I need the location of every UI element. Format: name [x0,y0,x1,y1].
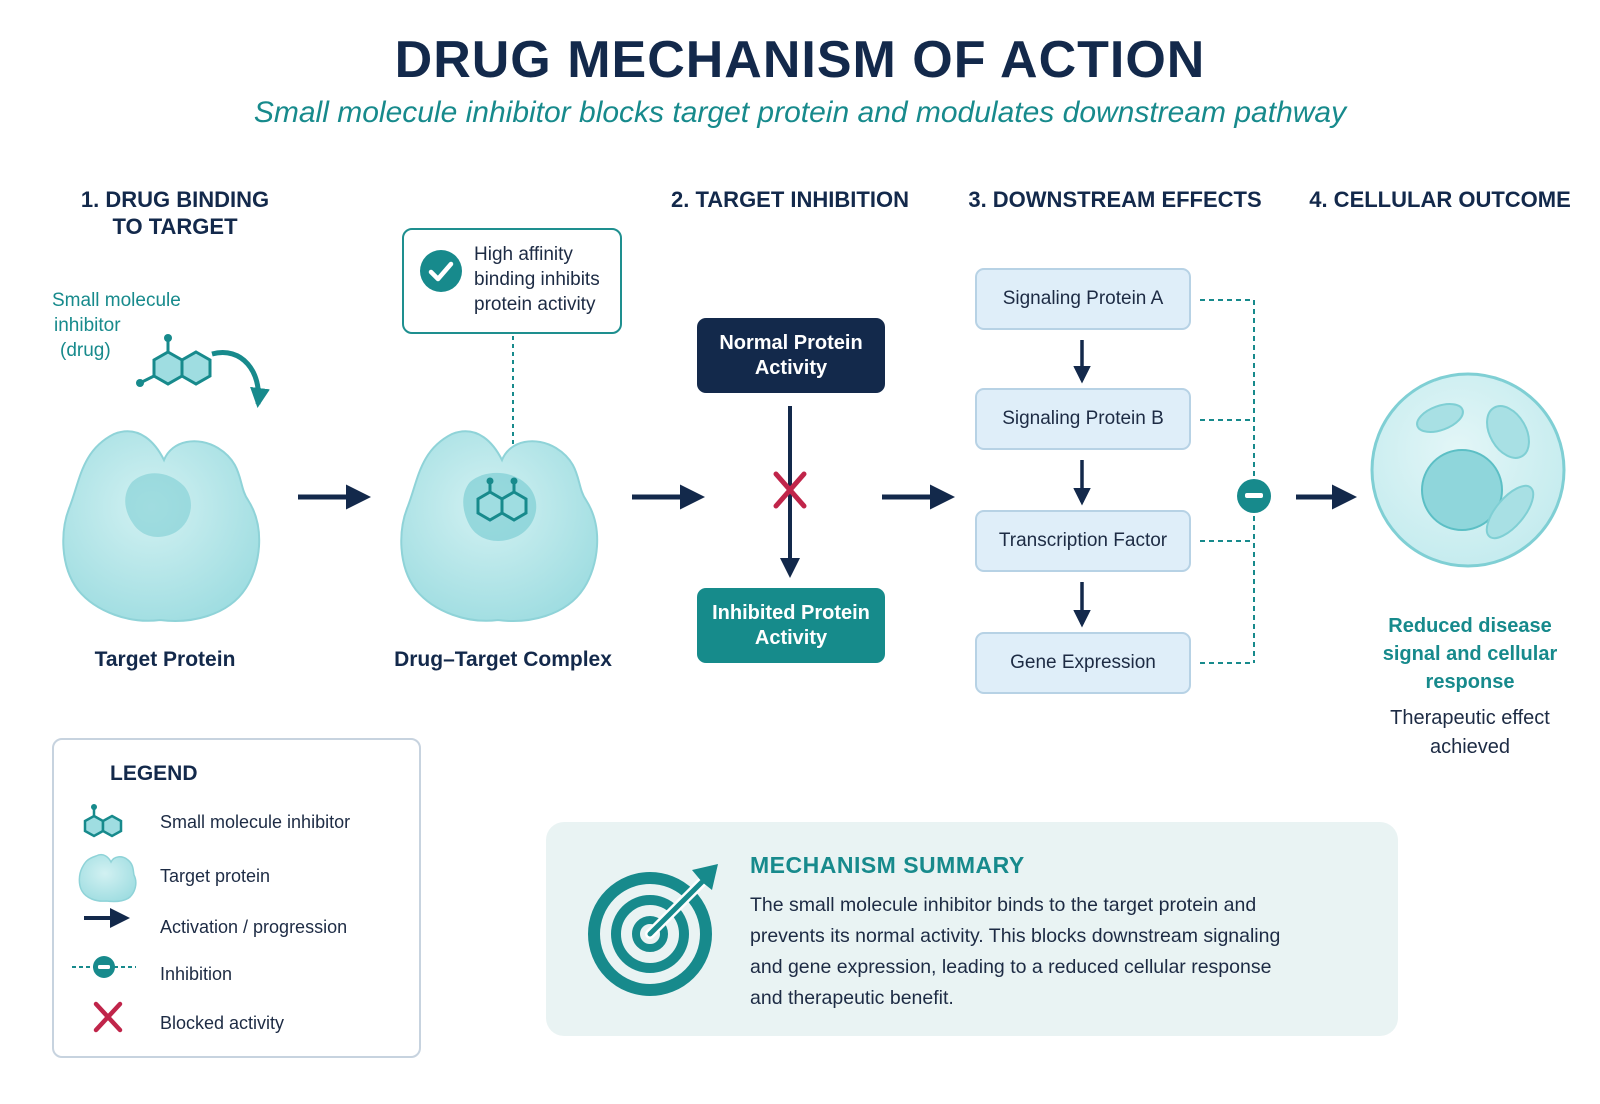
mechanism-summary: MECHANISM SUMMARY The small molecule inh… [546,822,1398,1036]
arrow-1-icon [298,484,371,510]
inhibited-activity-line2: Activity [754,626,828,649]
page-title: DRUG MECHANISM OF ACTION [394,31,1206,89]
callout-line1: High affinity [474,244,573,265]
pathway-arrow-3-icon [1073,582,1091,628]
summary-line1: The small molecule inhibitor binds to th… [750,894,1257,916]
summary-title: MECHANISM SUMMARY [750,852,1025,878]
callout-line3: protein activity [474,294,596,315]
legend: LEGEND Small molecule inhibitor Target p… [52,738,421,1058]
callout-text: High affinity binding inhibits protein a… [474,242,614,317]
drug-molecule-icon [136,334,270,408]
step-3-heading: 3. DOWNSTREAM EFFECTS [968,187,1262,212]
normal-activity-line1: Normal Protein [719,331,863,354]
summary-line3: and gene expression, leading to a reduce… [750,956,1272,978]
legend-protein-icon [78,853,137,903]
blocked-pathway-icon [773,406,807,578]
drug-label-line3: (drug) [60,340,111,361]
pathway-arrow-2-icon [1073,460,1091,506]
legend-molecule-icon [83,804,123,838]
legend-title: LEGEND [110,762,198,785]
summary-line4: and therapeutic benefit. [750,987,954,1009]
normal-activity-line2: Activity [754,356,828,379]
step-4-heading: 4. CELLULAR OUTCOME [1309,187,1571,212]
arrow-2-icon [632,484,705,510]
pathway-box-signaling-b: Signaling Protein B [975,388,1191,450]
normal-activity-box: Normal Protein Activity [697,318,885,393]
drug-label-line1: Small molecule [52,290,181,311]
outcome-effect: Therapeutic effect achieved [1350,704,1590,762]
pathway-arrow-1-icon [1073,340,1091,384]
inhibition-bracket-icon [1200,299,1271,664]
target-protein-icon [62,430,261,622]
drug-label: Small molecule inhibitor (drug) [52,288,232,363]
outcome-effect-line1: Therapeutic effect [1390,707,1550,729]
summary-line2: prevents its normal activity. This block… [750,925,1281,947]
complex-label: Drug–Target Complex [394,648,612,671]
pathway-box-gene-expression: Gene Expression [975,632,1191,694]
page-subtitle: Small molecule inhibitor blocks target p… [253,96,1347,129]
outcome-highlight-line1: Reduced disease [1388,615,1552,637]
summary-text: The small molecule inhibitor binds to th… [750,890,1370,1014]
inhibited-activity-line1: Inhibited Protein [712,601,870,624]
inhibited-activity-box: Inhibited Protein Activity [697,588,885,663]
legend-item-activation: Activation / progression [160,917,348,937]
outcome-highlight-line2: signal and cellular [1382,643,1558,665]
outcome-effect-line2: achieved [1429,736,1511,758]
target-icon [588,864,718,996]
step-1-heading: 1. DRUG BINDING TO TARGET [60,186,290,240]
legend-item-molecule: Small molecule inhibitor [160,812,351,832]
legend-activation-arrow-icon [84,908,130,928]
pathway-box-signaling-a: Signaling Protein A [975,268,1191,330]
arrow-4-icon [1296,484,1357,510]
arrow-3-icon [882,484,955,510]
step-1-heading-line1: 1. DRUG BINDING [80,187,270,212]
affinity-callout: High affinity binding inhibits protein a… [402,228,622,334]
step-1-heading-line2: TO TARGET [112,214,238,239]
legend-item-protein: Target protein [160,866,271,886]
check-icon [420,250,462,292]
legend-item-inhibition: Inhibition [160,964,233,984]
callout-line2: binding inhibits [474,269,600,290]
drug-label-line2: inhibitor [54,315,121,336]
legend-inhibition-icon [72,956,136,978]
step-2-heading: 2. TARGET INHIBITION [671,187,909,212]
outcome-highlight: Reduced disease signal and cellular resp… [1350,612,1590,696]
outcome-highlight-line3: response [1425,671,1515,693]
pathway-box-transcription-factor: Transcription Factor [975,510,1191,572]
legend-item-blocked: Blocked activity [160,1013,285,1033]
cell-icon [1370,372,1566,568]
drug-target-complex-icon [400,430,599,622]
target-protein-label: Target Protein [94,648,236,671]
legend-blocked-icon [93,1001,123,1033]
